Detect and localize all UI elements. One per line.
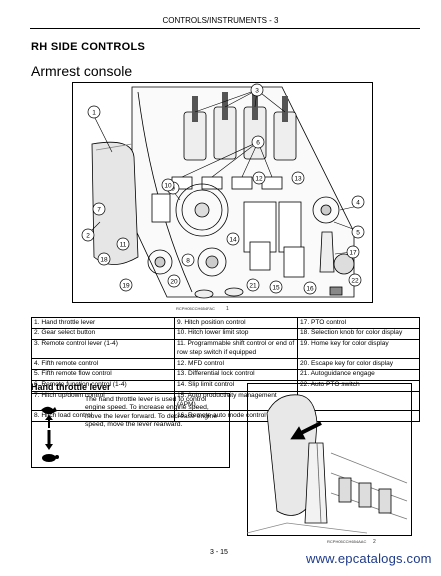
table-cell: 9. Hitch position control [174,317,298,329]
callout-circle-17 [346,245,360,259]
callout-circle-6 [251,135,265,149]
table-cell: 12. MFD control [174,358,298,370]
callout-circle-15 [269,280,283,294]
table-cell: 3. Remote control lever (1-4) [31,338,175,360]
table-cell: 17. PTO control [297,317,420,329]
callout-circle-18 [97,252,111,266]
callout-circle-21 [246,278,260,292]
callout-circle-16 [303,281,317,295]
callout-label-1: 1 [92,109,96,116]
callout-circle-1 [87,105,101,119]
figure2-caption: RCPH05CCH654AAC 2 [327,539,376,545]
callout-label-22: 22 [351,277,359,284]
callout-circle-14 [226,232,240,246]
callout-circle-13 [291,171,305,185]
callout-label-14: 14 [229,236,237,243]
table-cell: 20. Escape key for color display [297,358,420,370]
callout-label-16: 16 [306,285,314,292]
table-cell: 5. Fifth remote flow control [31,368,175,381]
callout-label-6: 6 [256,139,260,146]
callout-label-2: 2 [86,232,90,239]
page-number: 3 - 15 [210,549,228,556]
callout-label-11: 11 [120,241,127,248]
hand-throttle-figure [246,383,412,536]
table-cell: 10. Hitch lower limit stop [174,327,298,340]
section-title: RH SIDE CONTROLS [31,41,146,53]
callout-circle-20 [167,274,181,288]
table-cell: 11. Programmable shift control or end of… [174,338,298,360]
callout-label-3: 3 [255,87,259,94]
table-cell: 21. Autoguidance engage [297,368,420,381]
table-cell: 22. Auto PTO switch [297,379,420,392]
callout-circle-11 [116,237,130,251]
callout-circle-3 [250,83,264,97]
callout-circle-4 [351,195,365,209]
callout-circle-2 [81,228,95,242]
header-rule [30,28,420,29]
callout-label-8: 8 [186,257,190,264]
table-cell: 13. Differential lock control [174,368,298,381]
throttle-rabbit-turtle-icon [35,400,81,464]
callout-label-10: 10 [164,182,172,189]
table-row: 6. Remote function control (1-4)14. Slip… [31,379,420,392]
callout-label-9: 9 [171,185,175,192]
callout-label-12: 12 [255,175,263,182]
callout-label-5: 5 [356,229,360,236]
callout-circle-19 [119,278,133,292]
table-cell: 2. Gear select button [31,327,175,340]
callout-label-18: 18 [100,256,108,263]
callout-circle-12 [252,171,266,185]
callout-label-17: 17 [349,249,357,256]
figure1-caption: RCPH05CCH654FAC 1 [176,306,229,312]
armrest-console-figure: 12345678910111213141516171819202122 [72,82,373,314]
callout-circle-10 [161,178,175,192]
callout-label-7: 7 [97,206,101,213]
table-cell: 1. Hand throttle lever [31,317,175,329]
callout-circle-8 [181,253,195,267]
hand-throttle-heading: Hand throttle lever [31,382,111,392]
table-cell: 18. Selection knob for color display [297,327,420,340]
section-subtitle: Armrest console [31,63,133,79]
page-header: CONTROLS/INSTRUMENTS - 3 [162,16,279,25]
hand-throttle-text: The hand throttle lever is used to contr… [85,396,218,429]
callout-label-4: 4 [356,199,360,206]
watermark-link[interactable]: www.epcatalogs.com [306,551,432,566]
callout-label-15: 15 [272,284,280,291]
callout-label-13: 13 [294,175,302,182]
table-cell: 4. Fifth remote control [31,358,175,370]
callout-circle-7 [92,202,106,216]
table-row: 3. Remote control lever (1-4)11. Program… [31,338,420,360]
callout-circle-5 [351,225,365,239]
table-cell: 19. Home key for color display [297,338,420,360]
callout-circle-22 [348,273,362,287]
callout-label-20: 20 [170,278,178,285]
callout-label-19: 19 [122,282,130,289]
callout-label-21: 21 [249,282,257,289]
hand-throttle-note-box: The hand throttle lever is used to contr… [31,393,230,468]
